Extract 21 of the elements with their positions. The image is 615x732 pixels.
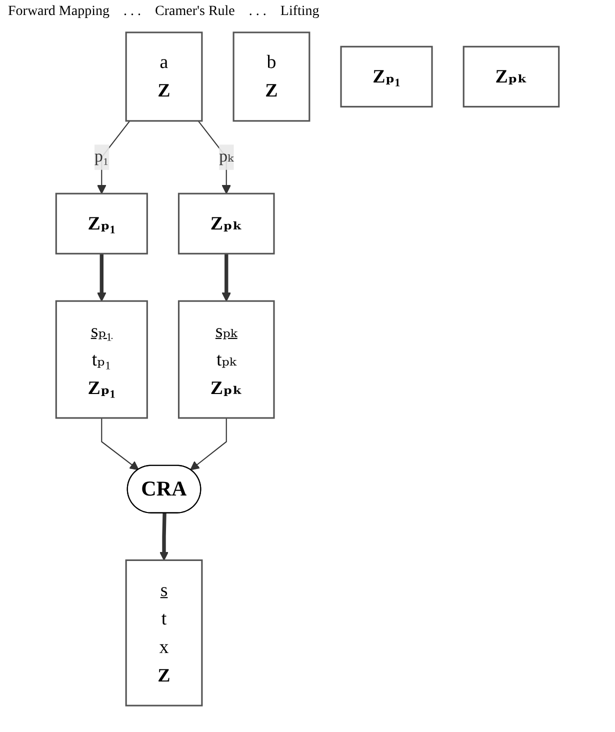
arrow <box>159 513 169 561</box>
node-box: sₚₖ tₚₖ Zₚₖ <box>178 300 275 419</box>
diagram-label: Cramer's Rule <box>155 4 235 20</box>
diagram-label: Lifting <box>280 4 320 20</box>
arrow <box>222 254 231 302</box>
node-box: sₚ₁ tₚ₁ Zₚ₁ <box>55 300 148 419</box>
diagram-label: Forward Mapping <box>8 4 110 20</box>
diagram-label: . . . <box>248 4 266 20</box>
node-box: Zₚ₁ <box>55 192 148 254</box>
arrow <box>97 254 106 302</box>
node-box: Zₚ₁ <box>340 46 433 108</box>
arrow <box>190 418 227 470</box>
node-box: b Z <box>232 32 310 122</box>
node-box: s t x Z <box>125 559 203 706</box>
edge-label: pₖ <box>219 148 234 166</box>
diagram-label: . . . <box>124 4 141 20</box>
arrow <box>101 418 139 470</box>
node-box: a Z <box>125 32 203 122</box>
node-box: Zₚₖ <box>462 46 560 108</box>
edge-label: p₁ <box>94 148 109 166</box>
node-box: Zₚₖ <box>178 192 275 254</box>
